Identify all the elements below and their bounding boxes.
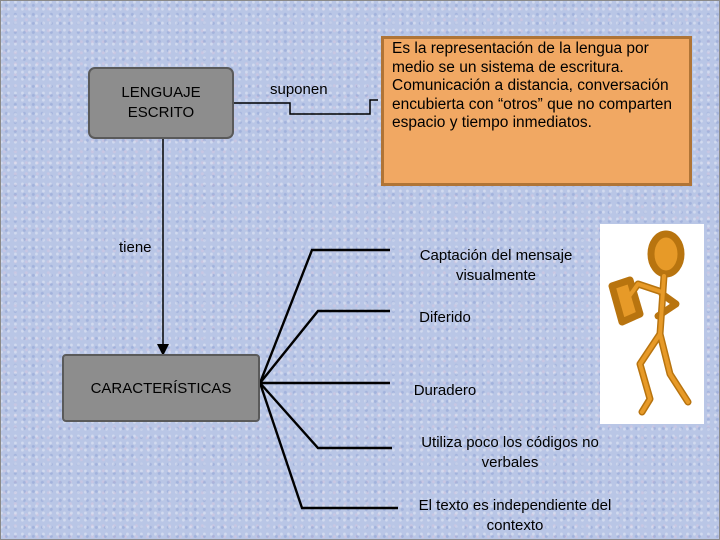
node-caracteristicas-label: CARACTERÍSTICAS: [90, 379, 232, 397]
connector-suponen: [234, 99, 378, 115]
label-tiene: tiene: [119, 239, 152, 256]
reading-person-figure-icon: [600, 224, 704, 424]
node-lenguaje-escrito: LENGUAJE ESCRITO: [88, 67, 234, 139]
label-suponen: suponen: [270, 81, 328, 98]
caracteristica-item: Utiliza poco los códigos no verbales: [421, 434, 599, 471]
node-lenguaje-label: LENGUAJE ESCRITO: [121, 83, 201, 121]
caracteristica-item: Duradero: [413, 382, 477, 399]
node-caracteristicas: CARACTERÍSTICAS: [62, 354, 260, 422]
caracteristica-item: Captación del mensaje visualmente: [419, 247, 573, 284]
caracteristica-item: Diferido: [419, 309, 471, 326]
definicion-line-2: Comunicación a distancia, conversación e…: [392, 77, 673, 132]
definicion-line-1: Es la representación de la lengua por me…: [392, 40, 649, 76]
connector-branches: [258, 248, 398, 510]
caracteristica-item: El texto es independiente del contexto: [418, 497, 612, 534]
node-definicion: Es la representación de la lengua por me…: [381, 36, 692, 186]
